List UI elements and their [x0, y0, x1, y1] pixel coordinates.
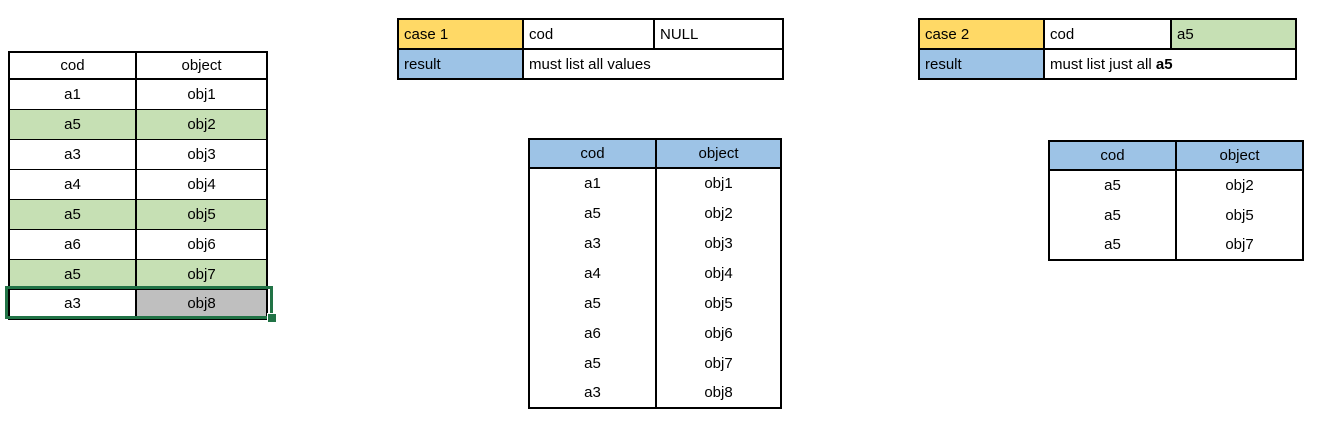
cell-cod[interactable]: a5 [8, 258, 137, 290]
cell-cod[interactable]: a5 [529, 288, 657, 318]
cell-object[interactable]: obj1 [704, 175, 733, 192]
source-row: a6 obj6 [8, 228, 268, 260]
cell-cod[interactable]: a5 [1049, 170, 1177, 200]
case1-label-cell[interactable]: case 1 [397, 18, 524, 50]
result1-row: a3 obj3 [529, 228, 781, 258]
result1-row: a6 obj6 [529, 318, 781, 348]
cell-cod[interactable]: a3 [529, 378, 657, 408]
cell-object[interactable]: obj2 [704, 204, 733, 222]
case2-result-table: cod object a5 obj2 a5 obj5 a5 obj7 [1048, 140, 1304, 261]
result1-row: a1 obj1 [529, 168, 781, 198]
cell-object-selected[interactable]: obj8 [135, 288, 268, 320]
cell-object[interactable]: obj5 [1225, 206, 1254, 224]
case2-result-text-cell[interactable]: must list just all a5 [1043, 48, 1297, 80]
result1-row: a5 obj2 [529, 198, 781, 228]
source-row: a3 obj3 [8, 138, 268, 170]
case1-result-table: cod object a1 obj1 a5 obj2 a3 obj3 a4 ob… [528, 138, 782, 409]
cell-object[interactable]: obj3 [704, 234, 733, 252]
source-row-highlighted: a5 obj2 [8, 108, 268, 140]
case2-result-row: result must list just all a5 [918, 48, 1297, 80]
cell-object[interactable]: obj7 [135, 258, 268, 290]
case1-result-text-cell[interactable]: must list all values [522, 48, 784, 80]
cell-cod[interactable]: a5 [529, 348, 657, 378]
cell-cod[interactable]: a6 [529, 318, 657, 348]
cell-object[interactable]: obj8 [704, 384, 733, 401]
result2-row: a5 obj7 [1049, 230, 1303, 260]
source-row-highlighted: a5 obj7 [8, 258, 268, 290]
case1-param-value-cell[interactable]: NULL [653, 18, 784, 50]
case1-result-label-cell[interactable]: result [397, 48, 524, 80]
cell-object[interactable]: obj2 [135, 108, 268, 140]
source-row: a1 obj1 [8, 78, 268, 110]
cell-object[interactable]: obj4 [135, 168, 268, 200]
result1-row: a4 obj4 [529, 258, 781, 288]
fill-handle[interactable] [267, 313, 277, 323]
cell-object[interactable]: obj7 [1225, 236, 1254, 253]
case2-result-text-prefix: must list just all [1050, 55, 1156, 73]
cell-object[interactable]: obj6 [704, 324, 733, 342]
case2-result-text-bold: a5 [1155, 55, 1173, 73]
result2-column-header-cod[interactable]: cod [1049, 141, 1177, 171]
result1-column-header-object[interactable]: object [656, 139, 781, 169]
cell-cod[interactable]: a1 [529, 168, 657, 198]
case1-result-header-row: cod object [529, 139, 781, 169]
result1-row: a5 obj7 [529, 348, 781, 378]
cell-object[interactable]: obj2 [1225, 177, 1254, 194]
case2-param-value-cell[interactable]: a5 [1170, 18, 1297, 50]
source-header-row: cod object [8, 51, 268, 80]
case2-header-row: case 2 cod a5 [918, 18, 1297, 50]
cell-object[interactable]: obj5 [135, 198, 268, 230]
source-column-header-object[interactable]: object [135, 51, 268, 80]
case2-panel: case 2 cod a5 result must list just all … [918, 18, 1297, 80]
cell-cod[interactable]: a5 [529, 198, 657, 228]
result1-column-header-cod[interactable]: cod [529, 139, 657, 169]
case2-label-cell[interactable]: case 2 [918, 18, 1045, 50]
case1-result-row: result must list all values [397, 48, 784, 80]
cell-object[interactable]: obj1 [135, 78, 268, 110]
case1-header-row: case 1 cod NULL [397, 18, 784, 50]
cell-cod[interactable]: a5 [1049, 230, 1177, 260]
cell-cod[interactable]: a1 [8, 78, 137, 110]
cell-cod-active[interactable]: a3 [8, 288, 137, 320]
case2-param-name-cell[interactable]: cod [1043, 18, 1172, 50]
result1-row: a3 obj8 [529, 378, 781, 408]
case2-result-header-row: cod object [1049, 141, 1303, 171]
case1-panel: case 1 cod NULL result must list all val… [397, 18, 784, 80]
cell-object[interactable]: obj3 [135, 138, 268, 170]
cell-cod[interactable]: a3 [8, 138, 137, 170]
cell-object[interactable]: obj4 [704, 264, 733, 282]
cell-cod[interactable]: a3 [529, 228, 657, 258]
cell-cod[interactable]: a4 [8, 168, 137, 200]
result2-row: a5 obj5 [1049, 200, 1303, 230]
result1-row: a5 obj5 [529, 288, 781, 318]
source-row-highlighted: a5 obj5 [8, 198, 268, 230]
case1-param-name-cell[interactable]: cod [522, 18, 655, 50]
source-row-selected: a3 obj8 [8, 288, 268, 320]
cell-cod[interactable]: a5 [1049, 200, 1177, 230]
cell-object[interactable]: obj6 [135, 228, 268, 260]
cell-cod[interactable]: a4 [529, 258, 657, 288]
source-table: cod object a1 obj1 a5 obj2 a3 obj3 a4 ob… [8, 51, 268, 320]
cell-object[interactable]: obj5 [704, 294, 733, 312]
cell-object[interactable]: obj7 [704, 354, 733, 372]
cell-cod[interactable]: a5 [8, 198, 137, 230]
result2-column-header-object[interactable]: object [1176, 141, 1303, 171]
cell-cod[interactable]: a5 [8, 108, 137, 140]
source-column-header-cod[interactable]: cod [8, 51, 137, 80]
result2-row: a5 obj2 [1049, 170, 1303, 200]
cell-cod[interactable]: a6 [8, 228, 137, 260]
case2-result-label-cell[interactable]: result [918, 48, 1045, 80]
source-row: a4 obj4 [8, 168, 268, 200]
